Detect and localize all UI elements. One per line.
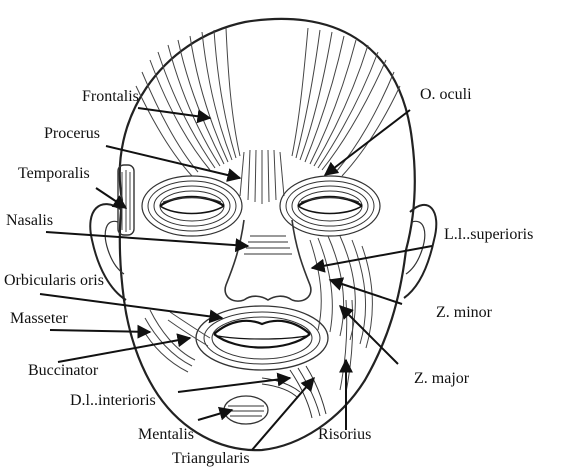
label-z-major: Z. major — [414, 370, 469, 388]
mouth-orbicularis-oris — [196, 306, 328, 370]
label-frontalis: Frontalis — [82, 88, 139, 106]
leader-o-oculi — [325, 110, 410, 175]
label-masseter: Masseter — [10, 310, 68, 328]
label-risorius: Risorius — [318, 426, 371, 444]
label-orbicularis-oris: Orbicularis oris — [4, 272, 104, 290]
label-triangularis: Triangularis — [172, 450, 250, 468]
right-eye-muscle — [280, 176, 380, 236]
leader-mentalis — [198, 410, 232, 420]
label-nasalis: Nasalis — [6, 212, 53, 230]
label-z-minor: Z. minor — [436, 304, 492, 322]
right-ear — [404, 205, 436, 298]
leader-ll-superioris — [312, 246, 432, 268]
leader-nasalis — [46, 232, 248, 246]
head-outline — [120, 19, 415, 450]
label-procerus: Procerus — [44, 125, 100, 143]
leader-z-minor — [330, 280, 402, 304]
label-ll-superioris: L.l..superioris — [444, 226, 533, 244]
leader-buccinator — [58, 338, 190, 362]
nose-nasalis — [225, 220, 311, 301]
leader-z-major — [340, 306, 398, 364]
leader-dl-interioris — [178, 378, 290, 392]
label-buccinator: Buccinator — [28, 362, 98, 380]
label-mentalis: Mentalis — [138, 426, 194, 444]
label-dl-interioris: D.l..interioris — [70, 392, 156, 410]
chin-muscles — [224, 366, 326, 424]
leader-masseter — [50, 330, 150, 332]
procerus-muscle — [240, 150, 284, 204]
label-o-oculi: O. oculi — [420, 86, 472, 104]
label-temporalis: Temporalis — [18, 165, 90, 183]
left-eye-muscle — [142, 176, 242, 236]
